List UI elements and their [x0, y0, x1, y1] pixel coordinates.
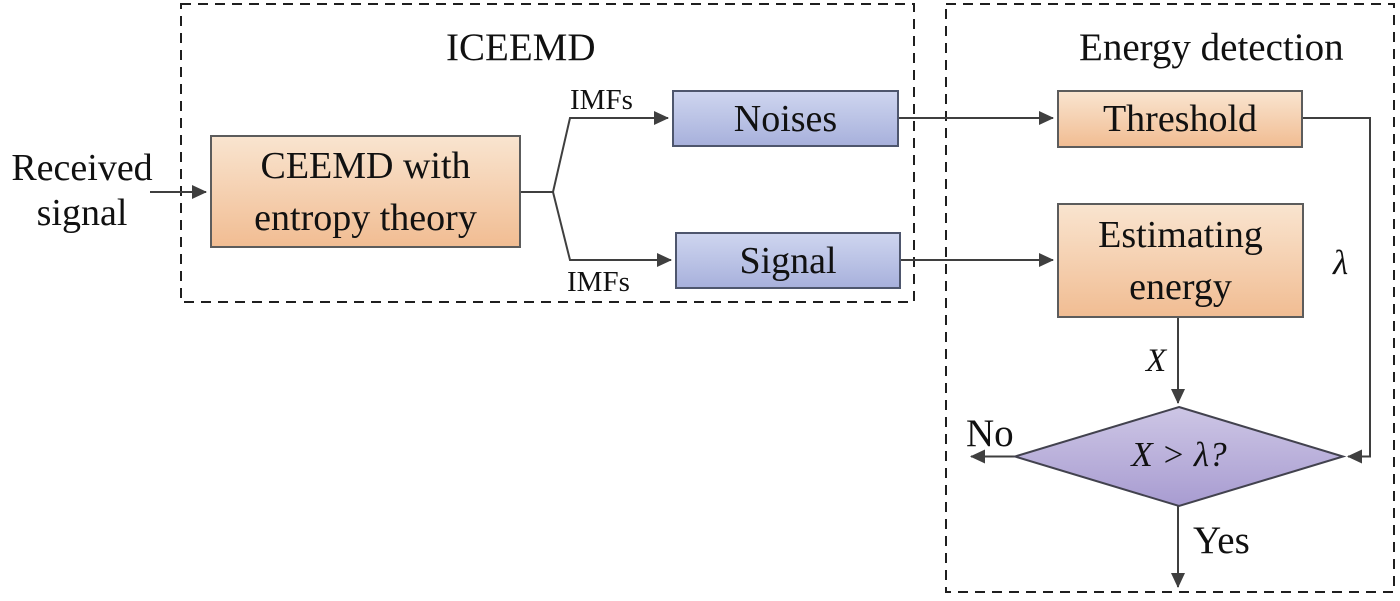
node-signal-label: Signal: [739, 239, 837, 282]
node-threshold: Threshold: [1057, 90, 1303, 148]
iceemd-group-box: [180, 3, 915, 303]
imfs-label-bottom: IMFs: [567, 266, 630, 298]
node-estimating-line1: Estimating: [1098, 213, 1263, 256]
energy-detection-group-box: [945, 3, 1395, 593]
no-branch-label: No: [966, 412, 1014, 455]
energy-detection-group-title: Energy detection: [1079, 26, 1344, 69]
node-threshold-label: Threshold: [1102, 98, 1258, 140]
node-estimating-line2: energy: [1129, 265, 1232, 308]
node-ceemd-line1: CEEMD with: [260, 144, 471, 187]
iceemd-group-title: ICEEMD: [446, 26, 596, 69]
node-estimating-energy: Estimating energy: [1057, 203, 1304, 318]
received-signal-label: Received signal: [0, 146, 164, 236]
edge-ceemd-to-noises: [552, 111, 669, 193]
node-ceemd-line2: entropy theory: [254, 196, 477, 239]
decision-diamond: [1011, 405, 1347, 508]
node-noises-label: Noises: [733, 97, 838, 140]
lambda-edge-label: λ: [1333, 243, 1349, 282]
node-noises: Noises: [672, 90, 899, 147]
edge-ceemd-to-signal: [552, 191, 672, 267]
yes-branch-label: Yes: [1193, 519, 1250, 562]
imfs-label-top: IMFs: [570, 84, 633, 116]
edge-threshold-to-decision: [1303, 117, 1371, 464]
received-signal-line1: Received: [11, 147, 153, 189]
node-signal: Signal: [675, 232, 901, 289]
x-edge-label: X: [1146, 343, 1167, 379]
received-signal-line2: signal: [36, 192, 128, 234]
node-ceemd: CEEMD with entropy theory: [210, 135, 521, 248]
decision-condition-label: X > λ?: [1131, 435, 1227, 474]
